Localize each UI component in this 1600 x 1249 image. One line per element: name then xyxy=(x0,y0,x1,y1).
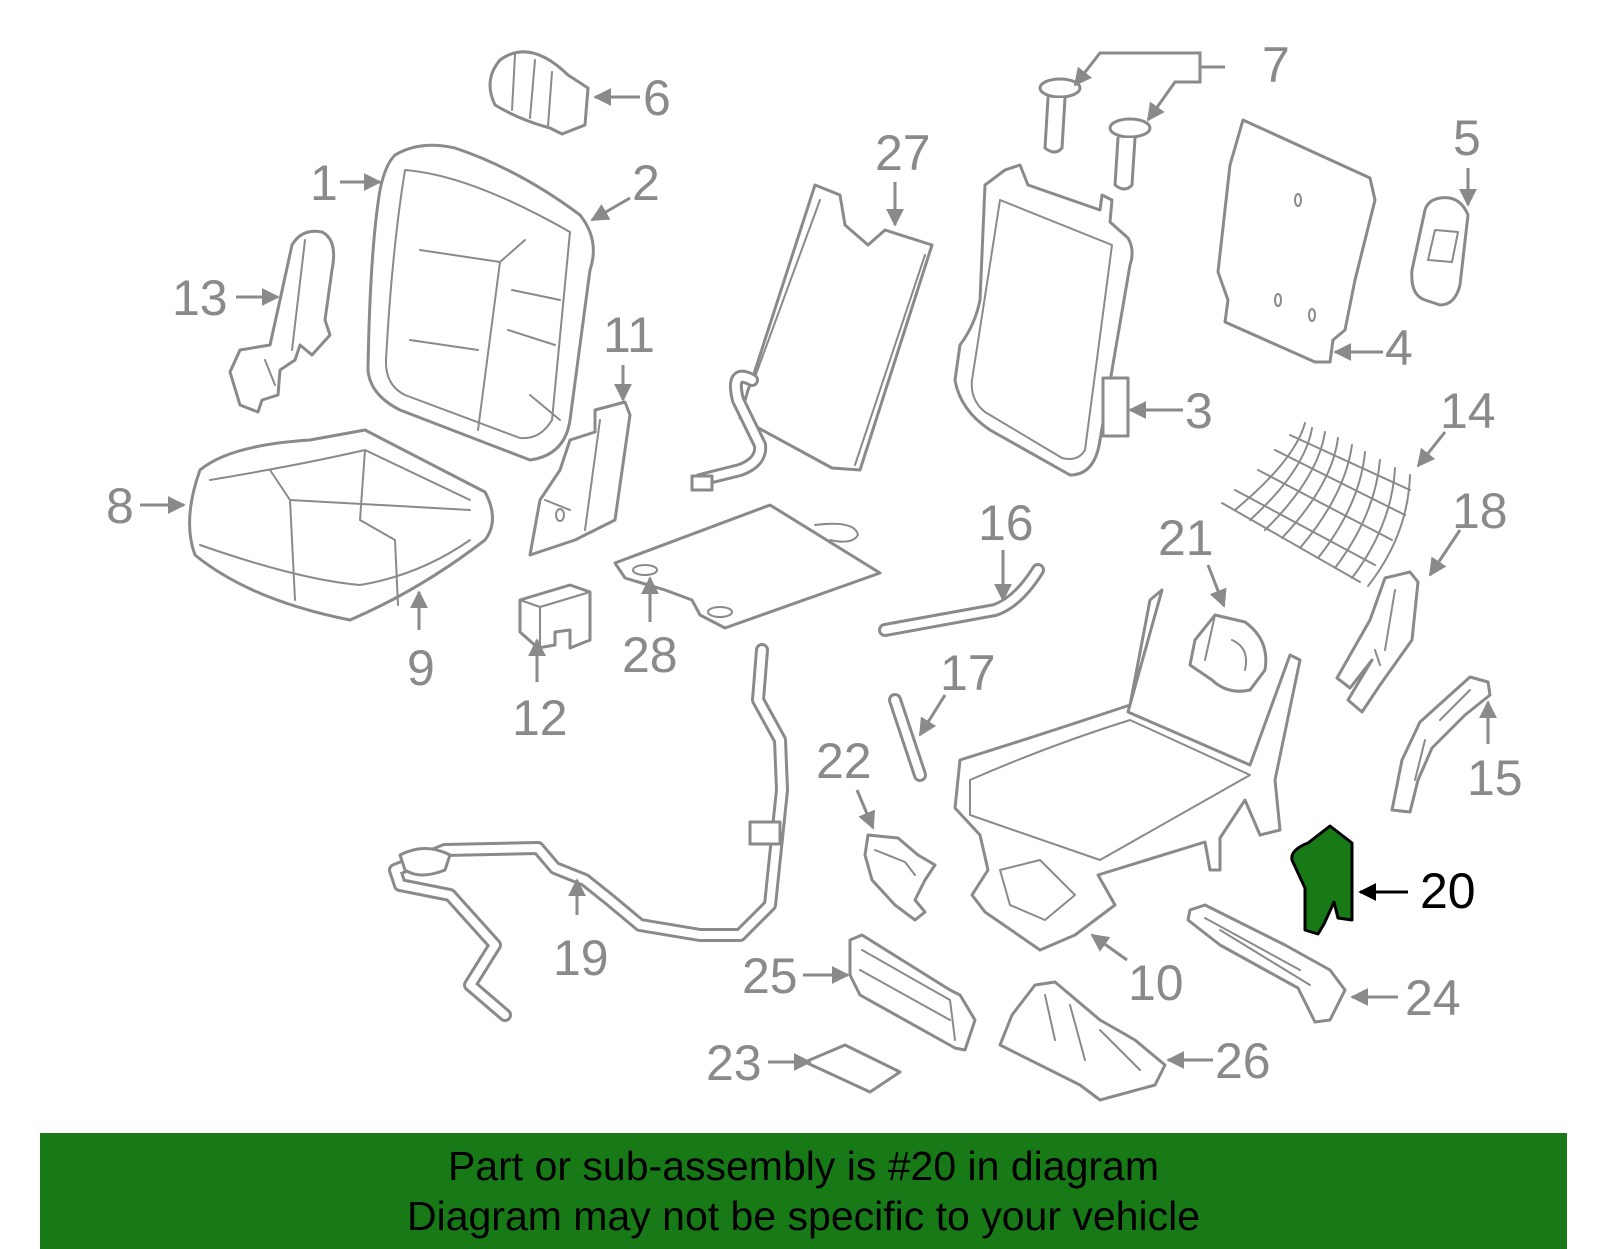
part-24-trim xyxy=(1186,903,1347,1024)
part-13-side-shield xyxy=(228,229,336,414)
part-3-seat-frame xyxy=(953,163,1134,477)
callout-8: 8 xyxy=(106,478,134,534)
part-15-trim xyxy=(1390,675,1492,814)
callout-23: 23 xyxy=(706,1035,762,1091)
callout-18: 18 xyxy=(1452,483,1508,539)
info-banner: Part or sub-assembly is #20 in diagram D… xyxy=(40,1133,1567,1249)
callout-13: 13 xyxy=(172,270,228,326)
callout-5: 5 xyxy=(1453,110,1481,166)
callout-19: 19 xyxy=(553,930,609,986)
part-17-rod xyxy=(888,693,927,782)
callout-4: 4 xyxy=(1385,320,1413,376)
parts-diagram: 1 2 3 4 5 6 7 8 9 10 11 12 13 14 15 16 1… xyxy=(106,37,1523,1102)
part-6-headrest xyxy=(488,50,590,136)
callout-26: 26 xyxy=(1215,1033,1271,1089)
part-26-cover xyxy=(998,980,1167,1102)
callout-14: 14 xyxy=(1440,383,1496,439)
part-22-bracket xyxy=(863,833,937,922)
part-12-bracket xyxy=(518,583,592,650)
banner-line-part-number: Part or sub-assembly is #20 in diagram xyxy=(448,1143,1159,1189)
callout-15: 15 xyxy=(1467,750,1523,806)
part-7-guide-bolts xyxy=(1038,77,1152,191)
part-11-trim-panel xyxy=(528,400,632,557)
part-16-rod xyxy=(878,563,1045,637)
callout-12: 12 xyxy=(512,690,568,746)
part-27-back-panel xyxy=(690,183,934,492)
part-14-spring-mat xyxy=(1221,422,1411,587)
callout-20[interactable]: 20 xyxy=(1420,863,1476,919)
callout-27: 27 xyxy=(875,125,931,181)
part-8-9-seat-cushion xyxy=(188,428,494,622)
part-10-seat-frame-base xyxy=(953,588,1302,952)
callout-3: 3 xyxy=(1185,383,1213,439)
part-28-seat-pan xyxy=(613,503,882,630)
callout-11: 11 xyxy=(603,307,655,363)
part-1-2-seat-back xyxy=(366,143,595,462)
part-20-highlighted-bracket[interactable] xyxy=(1290,824,1354,936)
part-18-trim xyxy=(1335,570,1420,714)
callout-6: 6 xyxy=(643,70,671,126)
callout-2: 2 xyxy=(632,155,660,211)
callout-25: 25 xyxy=(742,948,798,1004)
callout-numbers: 1 2 3 4 5 6 7 8 9 10 11 12 13 14 15 16 1… xyxy=(106,37,1523,1091)
callout-28: 28 xyxy=(622,627,678,683)
part-5-cap xyxy=(1410,196,1470,307)
callout-9: 9 xyxy=(407,640,435,696)
callout-10: 10 xyxy=(1128,955,1184,1011)
part-4-back-board xyxy=(1216,118,1377,364)
part-23-pad xyxy=(803,1043,902,1094)
callout-1: 1 xyxy=(310,155,338,211)
part-21-bracket xyxy=(1188,613,1268,693)
callout-22: 22 xyxy=(816,733,872,789)
callout-21: 21 xyxy=(1158,510,1214,566)
part-25-trim xyxy=(848,933,977,1052)
callout-24: 24 xyxy=(1405,970,1461,1026)
callout-17: 17 xyxy=(940,645,996,701)
callout-leaders xyxy=(140,51,1497,1071)
callout-16: 16 xyxy=(978,495,1034,551)
callout-7: 7 xyxy=(1262,37,1290,93)
banner-line-disclaimer: Diagram may not be specific to your vehi… xyxy=(406,1193,1200,1239)
